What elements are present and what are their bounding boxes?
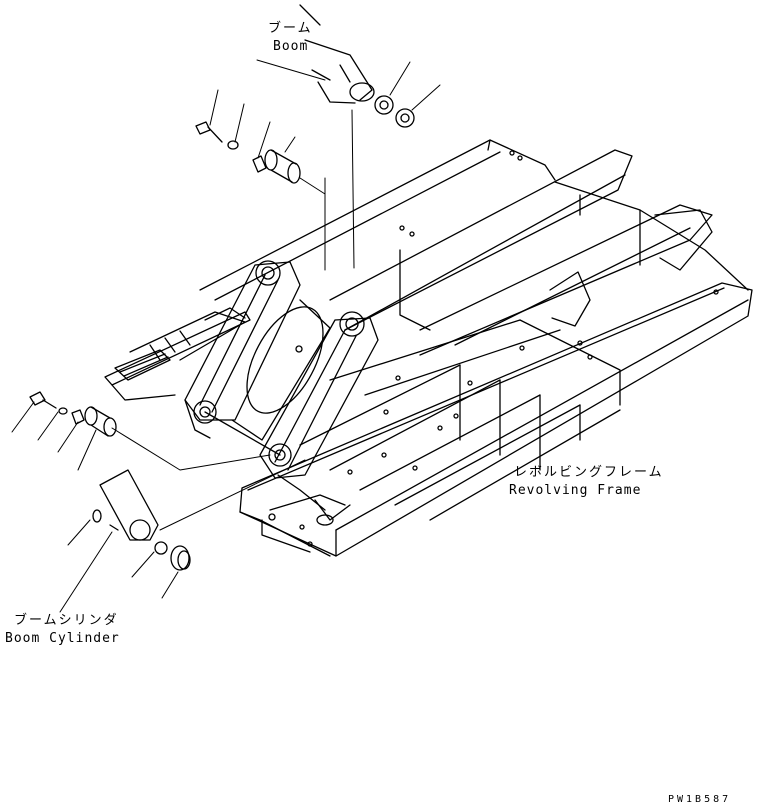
- cylinder-pin-assembly: [29, 391, 191, 571]
- boom-label-en: Boom: [273, 39, 309, 54]
- boom-foot-pin-assembly: [195, 95, 415, 184]
- boom-cylinder-label-en: Boom Cylinder: [5, 631, 120, 646]
- revolving-frame-label-jp: レボルビングフレーム: [514, 465, 664, 480]
- boom: [299, 4, 375, 104]
- boom-cylinder: [99, 469, 159, 541]
- boom-cylinder-label-jp: ブームシリンダ: [14, 613, 119, 628]
- drawing-number: PW1B587: [668, 794, 732, 805]
- boom-foot-bracket: [184, 260, 379, 479]
- leader-lines: [11, 59, 441, 613]
- boom-label-jp: ブーム: [268, 21, 313, 36]
- revolving-frame-label-en: Revolving Frame: [509, 483, 642, 498]
- revolving-frame: [104, 139, 753, 557]
